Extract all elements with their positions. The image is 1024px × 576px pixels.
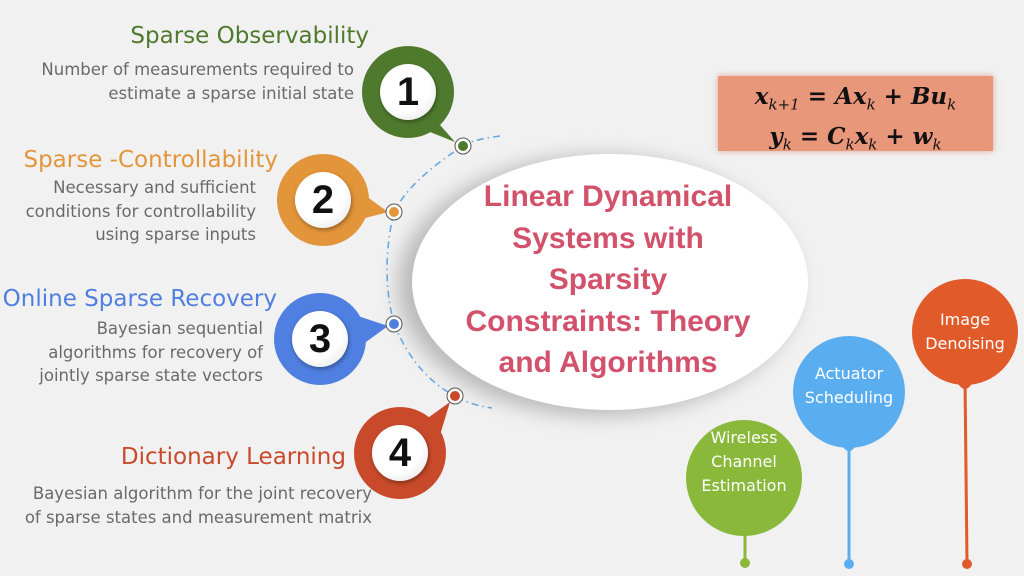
topic-heading-3: Online Sparse Recovery (2, 286, 277, 312)
desc-line: Necessary and sufficient (53, 178, 256, 197)
title-line: Linear Dynamical (483, 180, 733, 213)
title-line: Constraints: Theory (465, 304, 751, 338)
state-equation: xk+1 = Axk + Buk (754, 83, 957, 114)
topic-desc-4: Bayesian algorithm for the joint recover… (25, 482, 372, 529)
desc-line: using sparse inputs (95, 225, 256, 244)
state-space-equations: xk+1 = Axk + Buk yk = Ckxk + wk (718, 76, 993, 153)
desc-line: estimate a sparse initial state (108, 83, 354, 103)
title-line: Systems with (512, 221, 704, 255)
topic-heading-4: Dictionary Learning (120, 444, 346, 470)
title-line: and Algorithms (498, 346, 718, 379)
desc-line: algorithms for recovery of (48, 342, 263, 362)
title-line: Sparsity (548, 263, 668, 296)
desc-line: Number of measurements required to (41, 60, 354, 79)
topic-number-3: 3 (292, 311, 348, 367)
topic-desc-2: Necessary and sufficient conditions for … (26, 176, 256, 247)
title-ellipse (412, 154, 808, 410)
arc-dot-2 (385, 203, 403, 221)
topic-heading-2: Sparse -Controllability (23, 147, 278, 173)
balloon-image (912, 279, 1018, 569)
topic-number-4: 4 (372, 425, 428, 481)
desc-line: Bayesian algorithm for the joint recover… (32, 484, 372, 503)
desc-line: conditions for controllability (25, 201, 256, 221)
topic-desc-1: Number of measurements required to estim… (41, 58, 354, 105)
balloon-actuator (793, 336, 905, 569)
arc-dot-1 (454, 137, 472, 155)
desc-line: of sparse states and measurement matrix (24, 507, 372, 527)
topic-number-1: 1 (380, 64, 436, 120)
arc-dot-4 (446, 387, 464, 405)
main-title: Linear Dynamical Systems with Sparsity C… (420, 176, 796, 384)
measurement-equation: yk = Ckxk + wk (769, 122, 942, 154)
desc-line: jointly sparse state vectors (39, 366, 263, 385)
desc-line: Bayesian sequential (96, 319, 263, 338)
topic-heading-1: Sparse Observability (130, 23, 369, 49)
topic-number-2: 2 (295, 172, 351, 228)
arc-dot-3 (385, 315, 403, 333)
balloon-wireless (686, 420, 802, 568)
topic-desc-3: Bayesian sequential algorithms for recov… (39, 317, 263, 388)
